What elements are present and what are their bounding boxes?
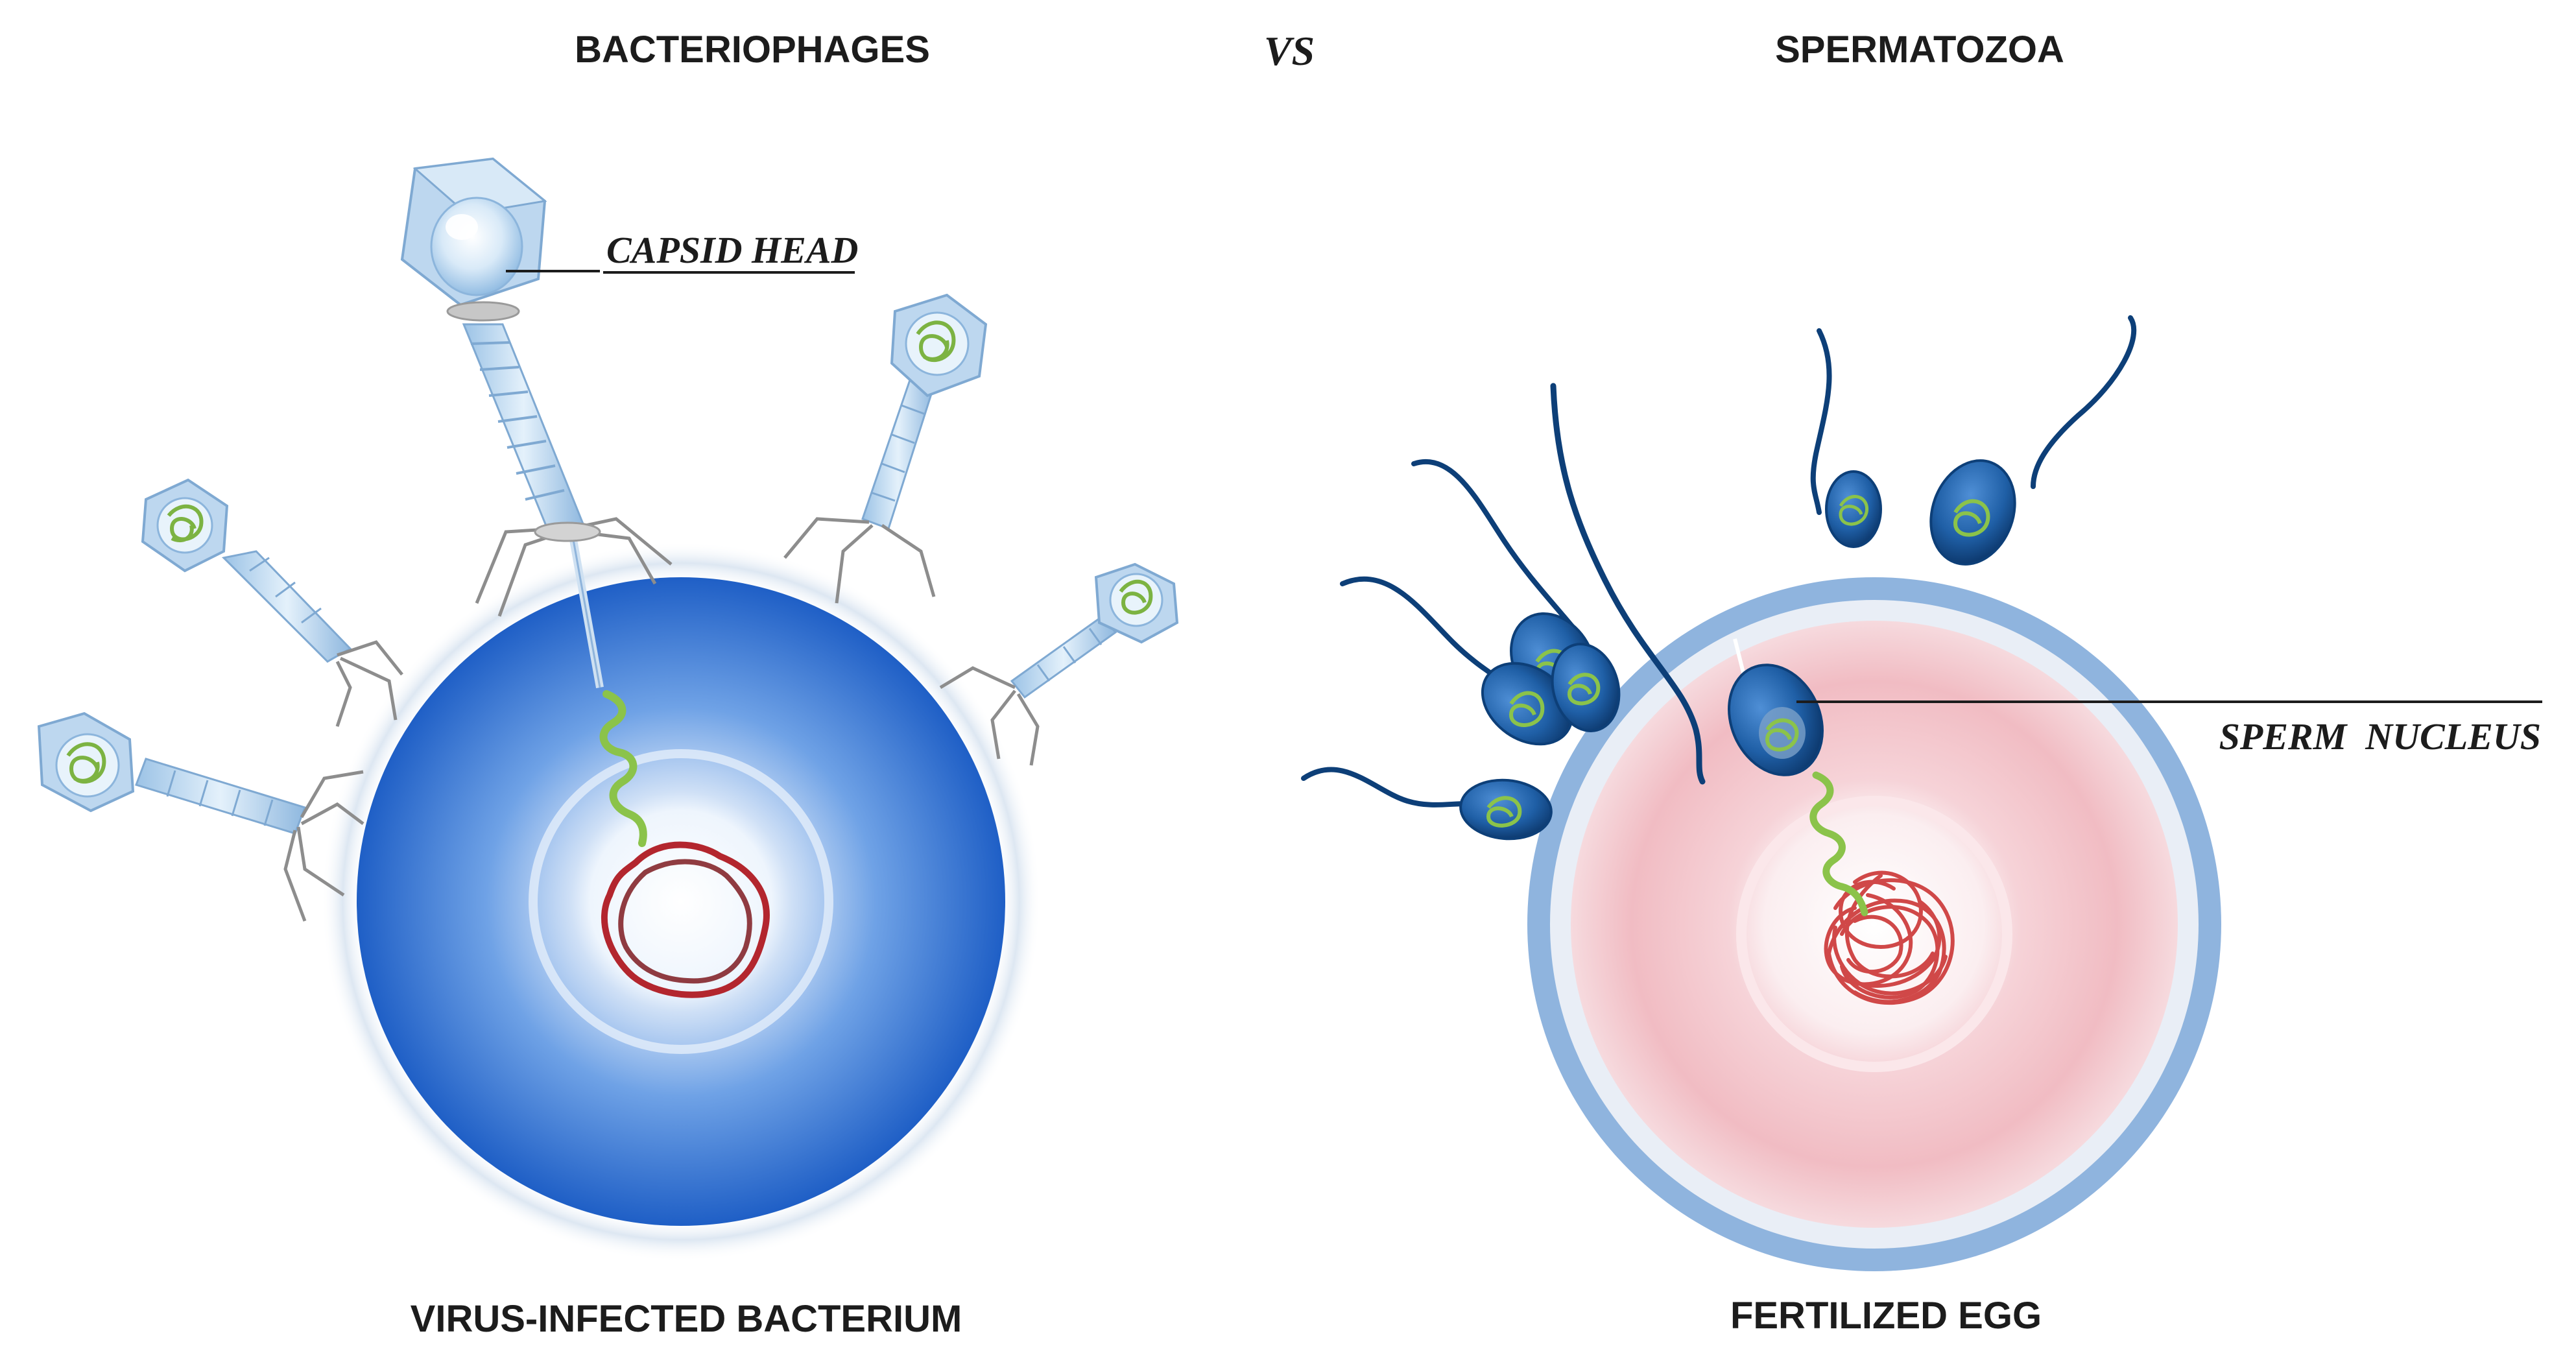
- sperm-top-center: [1810, 328, 1882, 548]
- penetrating-sperm-tail: [1550, 383, 1706, 785]
- injected-viral-dna: [599, 690, 647, 847]
- bacterium-cell: [357, 577, 1005, 1226]
- phage-large: [400, 157, 673, 689]
- sperm-left-lower: [1301, 767, 1553, 841]
- phage-upper-left: [141, 478, 403, 727]
- sperm-nucleus-callout: SPERM NUCLEUS: [1796, 700, 2542, 758]
- egg-inner-ring: [1736, 796, 2012, 1072]
- bacterium-inner-ring: [529, 749, 833, 1054]
- egg-cytoplasm: [1571, 621, 2178, 1228]
- vs-separator: VS: [1264, 28, 1315, 74]
- left-caption: VIRUS-INFECTED BACTERIUM: [411, 1298, 962, 1340]
- sperm-top-right: [1929, 315, 2137, 566]
- sperm-cluster-left-2: [1340, 576, 1574, 746]
- phage-right: [939, 562, 1179, 766]
- bacterial-dna-loop-inner: [618, 859, 752, 984]
- egg-group: [1527, 577, 2221, 1271]
- bacterium-group: [321, 542, 1041, 1262]
- phage-lower-left: [37, 712, 364, 922]
- left-title: BACTERIOPHAGES: [575, 29, 930, 71]
- phage-upper-right: [783, 293, 988, 604]
- right-caption: FERTILIZED EGG: [1730, 1295, 2042, 1337]
- capsid-head-label: CAPSID HEAD: [606, 229, 858, 271]
- egg-dna-tangle: [1824, 870, 1955, 1005]
- bacterial-dna-loop: [601, 841, 770, 998]
- capsid-callout: CAPSID HEAD: [506, 229, 858, 274]
- right-title: SPERMATOZOA: [1775, 29, 2064, 71]
- sperm-nucleus-label: SPERM NUCLEUS: [2219, 715, 2541, 758]
- sperm-dna-strand: [1809, 771, 1868, 916]
- sperm-cluster-left-3: [1551, 643, 1621, 732]
- sperm-inside-egg: [1728, 664, 1824, 776]
- phage-tail-large: [462, 323, 585, 540]
- phage-tail-stripes: [470, 341, 565, 501]
